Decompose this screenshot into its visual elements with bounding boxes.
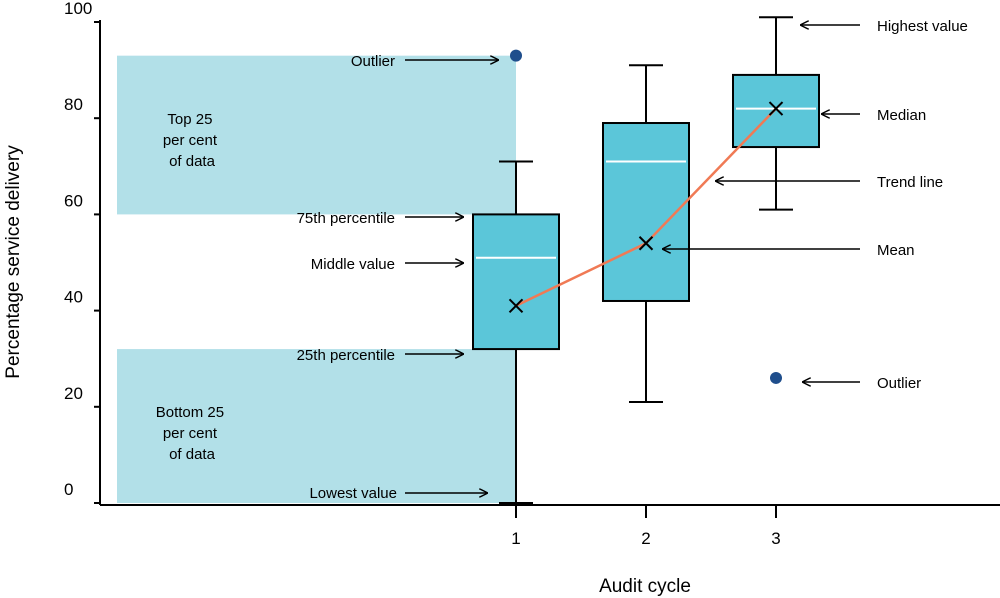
y-tick-label-80: 80: [64, 95, 83, 114]
outlier-points: [510, 49, 782, 384]
annotation-25th-percentile: 25th percentile: [297, 347, 395, 364]
boxes: [472, 16, 820, 504]
mean-markers: [508, 101, 784, 313]
annotation-lowest-value: Lowest value: [309, 485, 397, 502]
box-group-1: [472, 160, 560, 504]
box-group-2: [602, 64, 690, 403]
y-axis-title: Percentage service delivery: [3, 145, 24, 379]
outlier-point-3-1: [770, 371, 782, 384]
band-labels: Top 25 per cent of data Bottom 25 per ce…: [156, 111, 229, 463]
x-axis-title: Audit cycle: [599, 576, 691, 597]
y-tick-label-40: 40: [64, 288, 83, 307]
annotation-outlier-top: Outlier: [351, 53, 395, 70]
mean-marker-stroke-b-2: [638, 236, 654, 251]
annotation-highest-value: Highest value: [877, 18, 968, 35]
annotation-75th-percentile: 75th percentile: [297, 210, 395, 227]
outlier-point-1-1: [510, 49, 522, 62]
annotations: Outlier 75th percentile Middle value 25t…: [297, 18, 968, 502]
y-tick-label-0: 0: [64, 480, 73, 499]
mean-marker-2: [638, 236, 654, 251]
annotation-outlier-right: Outlier: [877, 375, 921, 392]
x-axis-ticks: 1 2 3: [511, 505, 781, 548]
annotation-middle-value: Middle value: [311, 256, 395, 273]
box-1: [472, 213, 560, 351]
quartile-band-2: [117, 349, 516, 503]
axes: [99, 20, 1000, 506]
quartile-bands: [117, 55, 516, 503]
mean-marker-stroke-b-3: [768, 101, 784, 116]
y-tick-label-100: 100: [64, 0, 92, 18]
y-axis-ticks: 0 20 40 60 80 100: [64, 0, 100, 504]
mean-marker-3: [768, 101, 784, 116]
x-tick-label-2: 2: [641, 529, 650, 548]
mean-marker-1: [508, 298, 524, 313]
y-tick-label-20: 20: [64, 384, 83, 403]
bottom-band-label: Bottom 25 per cent of data: [156, 404, 229, 463]
mean-marker-stroke-b-1: [508, 298, 524, 313]
annotation-mean: Mean: [877, 242, 915, 259]
annotation-trend-line: Trend line: [877, 174, 943, 191]
annotation-median: Median: [877, 107, 926, 124]
box-3: [732, 73, 820, 149]
quartile-band-1: [117, 55, 516, 215]
x-tick-label-1: 1: [511, 529, 520, 548]
y-tick-label-60: 60: [64, 191, 83, 210]
top-band-label: Top 25 per cent of data: [163, 111, 221, 170]
x-tick-label-3: 3: [771, 529, 780, 548]
box-group-3: [732, 16, 820, 211]
